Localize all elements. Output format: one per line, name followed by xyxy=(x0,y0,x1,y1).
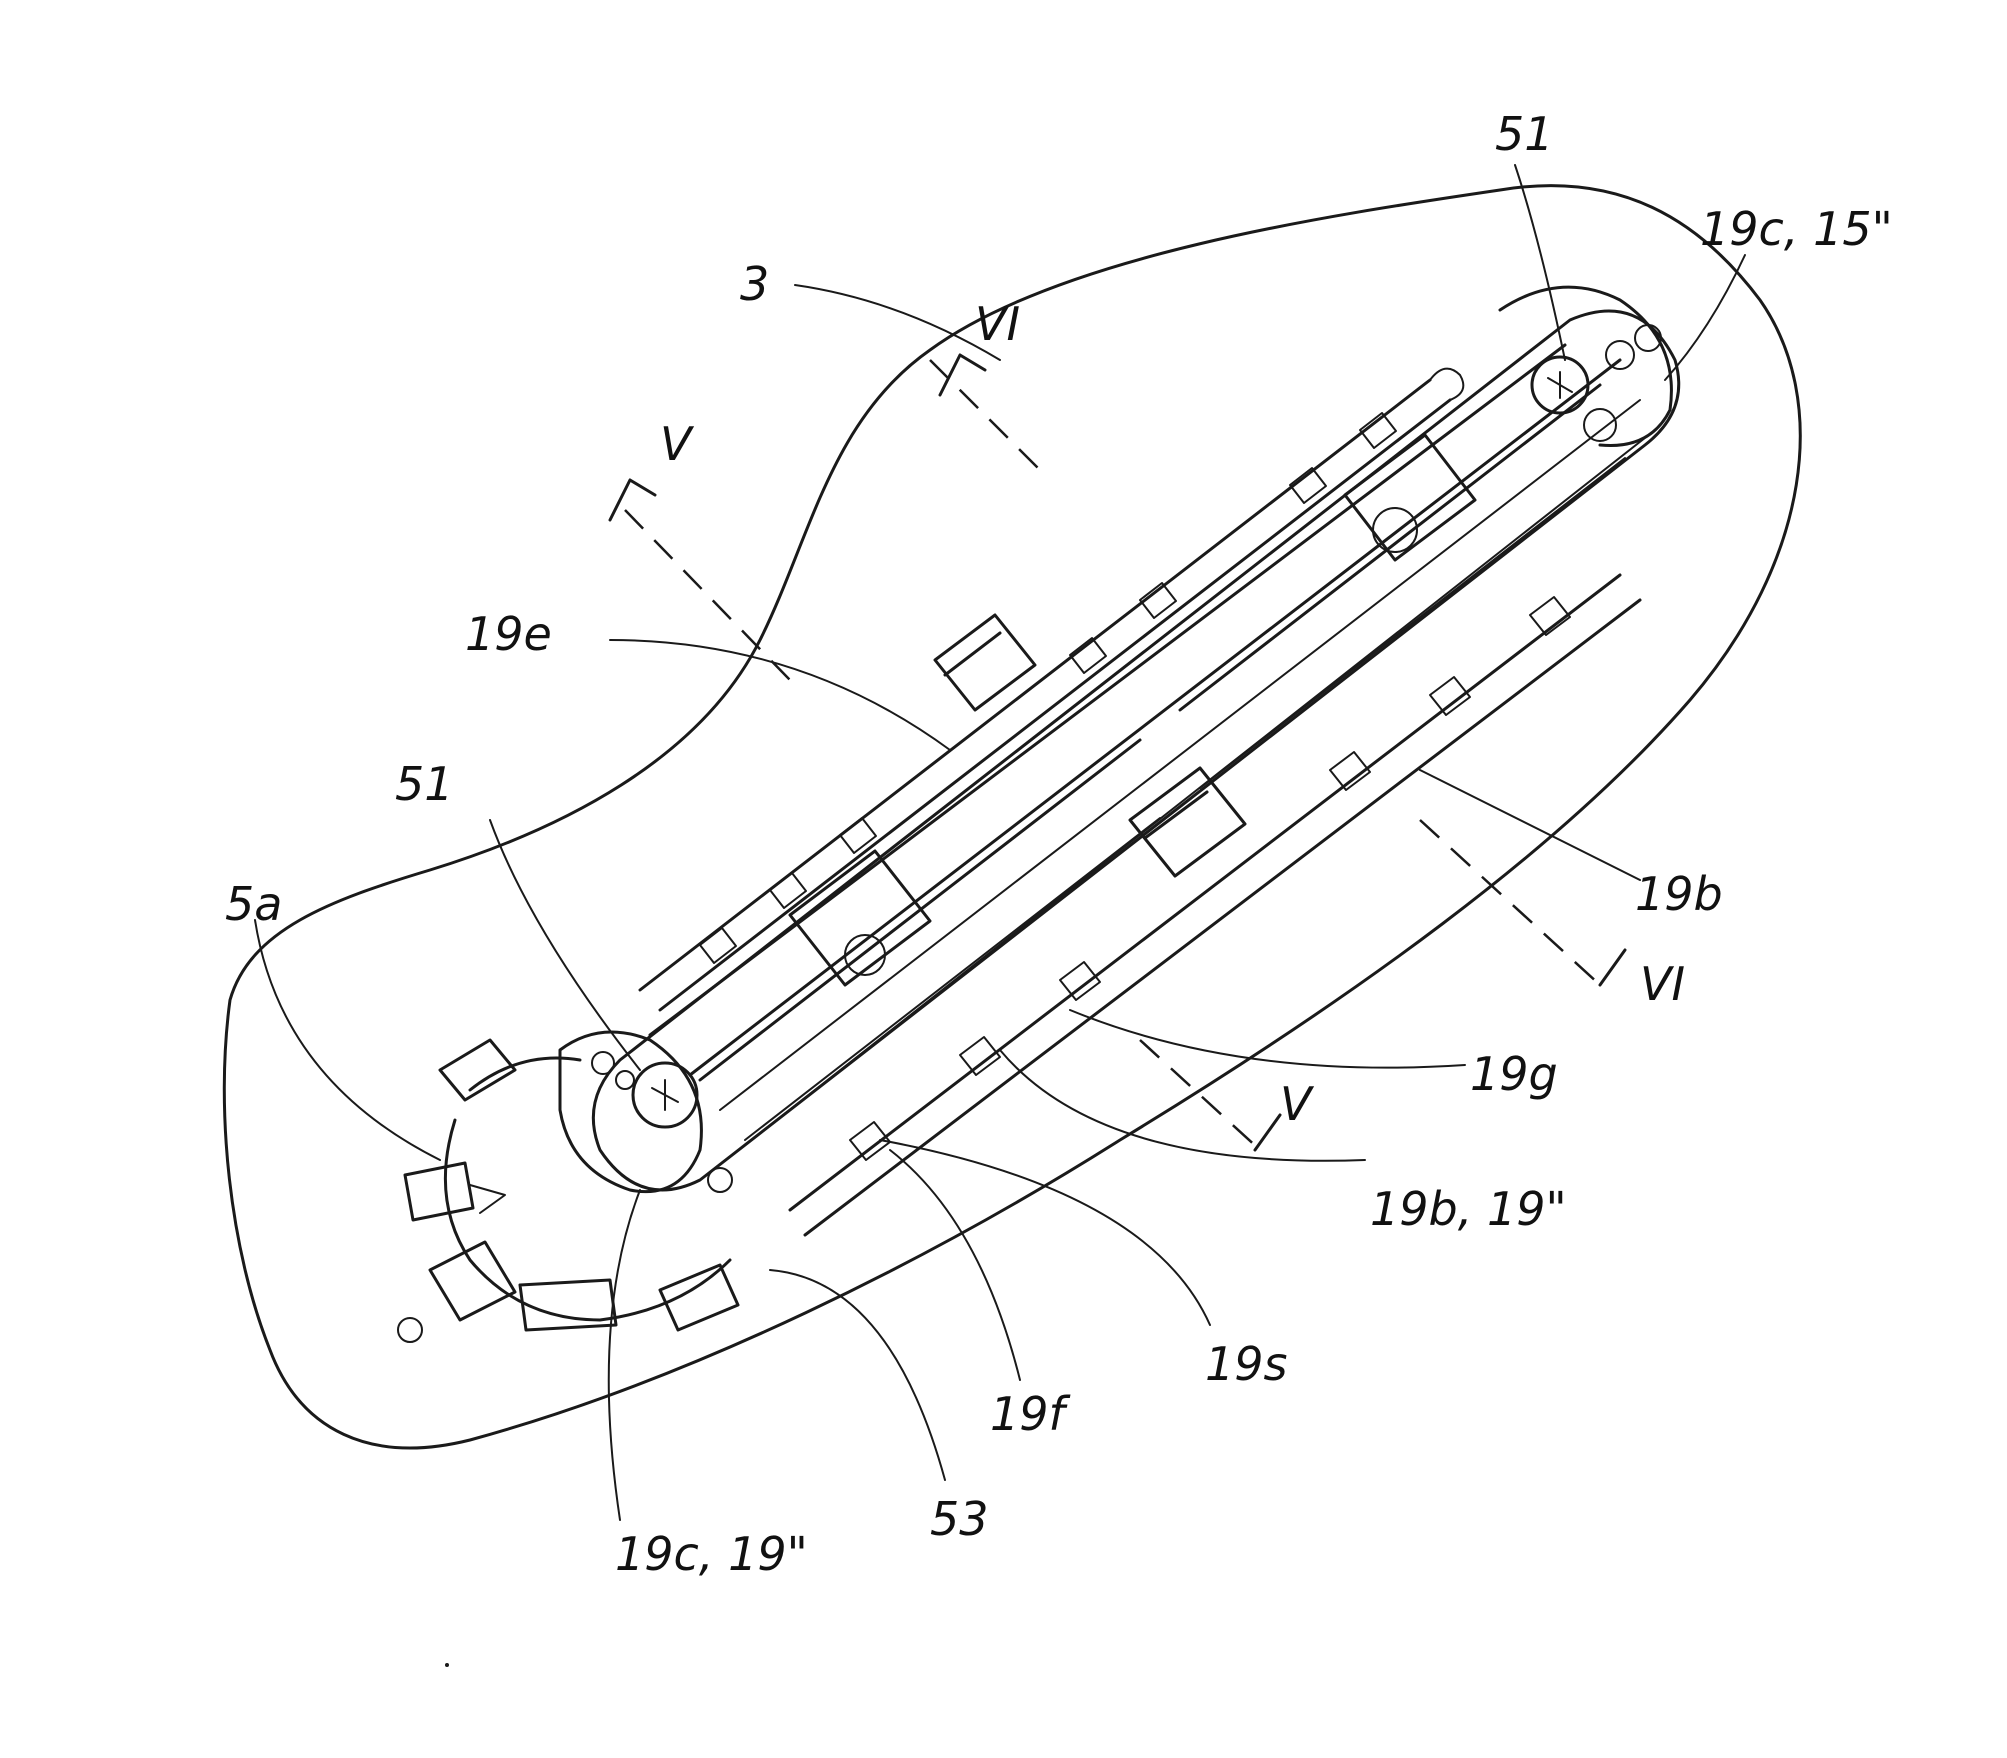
label-19s: 19s xyxy=(1205,1337,1288,1391)
bayonet-ring xyxy=(398,1040,738,1342)
label-19c-15: 19c, 15" xyxy=(1700,202,1893,256)
label-53: 53 xyxy=(930,1492,989,1546)
label-V-top: V xyxy=(660,417,695,471)
label-VI-bottom: VI xyxy=(1640,957,1685,1011)
openings xyxy=(790,435,1475,985)
label-19g: 19g xyxy=(1470,1047,1558,1101)
label-VI-top: VI xyxy=(975,297,1020,351)
label-V-bottom: V xyxy=(1280,1077,1315,1131)
top-notches xyxy=(700,413,1396,963)
label-51-top: 51 xyxy=(1495,107,1554,161)
right-end-cap xyxy=(1500,287,1671,445)
bottom-notches xyxy=(850,597,1570,1160)
label-19e: 19e xyxy=(465,607,552,661)
left-end-cap xyxy=(560,1032,732,1192)
outer-contour xyxy=(224,186,1800,1448)
stray-dot xyxy=(445,1663,449,1667)
label-51-left: 51 xyxy=(395,757,454,811)
label-19b-19: 19b, 19" xyxy=(1370,1182,1567,1236)
cross-bridges xyxy=(935,615,1245,876)
label-19b: 19b xyxy=(1635,867,1723,921)
label-19f: 19f xyxy=(990,1387,1071,1441)
label-5a: 5a xyxy=(225,877,282,931)
label-19c-19: 19c, 19" xyxy=(615,1527,808,1581)
label-3: 3 xyxy=(740,257,769,311)
hole-left xyxy=(398,1318,422,1342)
leader-lines xyxy=(255,165,1745,1520)
